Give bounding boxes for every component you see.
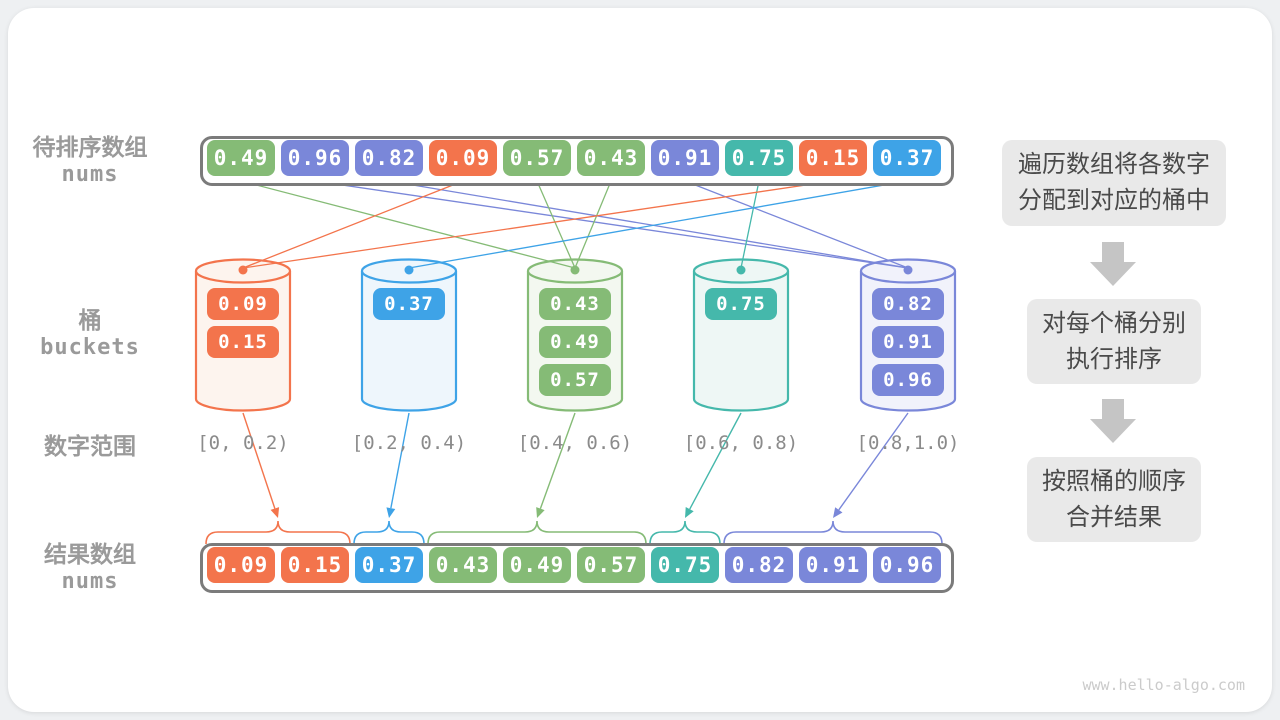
flow-step-1-line-1: 遍历数组将各数字 bbox=[1018, 151, 1210, 178]
bucket-range-label: [0.4, 0.6) bbox=[517, 432, 633, 454]
result-array-cell: 0.96 bbox=[873, 547, 941, 583]
merge-arrow bbox=[833, 412, 909, 518]
bucket-value-cell: 0.49 bbox=[539, 326, 611, 358]
flow-step-1: 遍历数组将各数字 分配到对应的桶中 bbox=[1002, 140, 1226, 226]
input-array-cell: 0.43 bbox=[577, 140, 645, 176]
bucket-value-cell: 0.82 bbox=[872, 288, 944, 320]
bucket-value-cell: 0.96 bbox=[872, 364, 944, 396]
bucket-anchor-dot bbox=[736, 265, 746, 275]
input-array-cell: 0.82 bbox=[355, 140, 423, 176]
flow-step-2-line-1: 对每个桶分别 bbox=[1042, 309, 1186, 337]
input-array-label-zh: 待排序数组 bbox=[32, 134, 148, 160]
buckets-label-code: buckets bbox=[40, 335, 140, 360]
flow-step-1-line-2: 分配到对应的桶中 bbox=[1018, 187, 1210, 214]
input-array-label-code: nums bbox=[61, 162, 119, 187]
bucket-range-label: [0.2, 0.4) bbox=[351, 432, 467, 454]
result-array-cell: 0.09 bbox=[207, 547, 275, 583]
merge-brace bbox=[205, 520, 351, 545]
result-array-label-code: nums bbox=[61, 569, 119, 594]
result-array-cell: 0.37 bbox=[355, 547, 423, 583]
buckets-label: 桶 buckets bbox=[8, 306, 172, 362]
bucket-anchor-dot bbox=[570, 265, 580, 275]
bucket-anchor-dot bbox=[903, 265, 913, 275]
result-array-cell: 0.75 bbox=[651, 547, 719, 583]
assign-line bbox=[388, 180, 909, 269]
flow-step-3: 按照桶的顺序 合并结果 bbox=[1027, 457, 1201, 542]
assign-line bbox=[242, 180, 834, 269]
assign-line bbox=[242, 180, 464, 269]
bucket-value-cell: 0.09 bbox=[207, 288, 279, 320]
bucket-value-cell: 0.15 bbox=[207, 326, 279, 358]
assign-line bbox=[314, 180, 909, 269]
input-array-cell: 0.96 bbox=[281, 140, 349, 176]
input-array-cell: 0.49 bbox=[207, 140, 275, 176]
flow-step-3-line-2: 合并结果 bbox=[1066, 503, 1162, 531]
bucket-range-label: [0.8,1.0) bbox=[856, 432, 960, 454]
result-array-cell: 0.91 bbox=[799, 547, 867, 583]
input-array-cell: 0.09 bbox=[429, 140, 497, 176]
watermark-text: www.hello-algo.com bbox=[1082, 676, 1245, 694]
bucket-value-cell: 0.75 bbox=[705, 288, 777, 320]
merge-brace bbox=[649, 520, 721, 545]
bucket-value-cell: 0.91 bbox=[872, 326, 944, 358]
flow-arrow-icon bbox=[1090, 242, 1136, 286]
assign-line bbox=[684, 180, 909, 269]
result-array-cell: 0.49 bbox=[503, 547, 571, 583]
result-array-label-zh: 结果数组 bbox=[44, 541, 136, 567]
result-array-cell: 0.15 bbox=[281, 547, 349, 583]
merge-arrow bbox=[242, 412, 280, 518]
flow-step-2-line-2: 执行排序 bbox=[1066, 345, 1162, 373]
flow-arrow-icon bbox=[1090, 399, 1136, 443]
merge-brace bbox=[723, 520, 943, 545]
assign-line bbox=[574, 180, 612, 269]
result-array-cell: 0.82 bbox=[725, 547, 793, 583]
bucket-range-label: [0.6, 0.8) bbox=[683, 432, 799, 454]
merge-brace bbox=[353, 520, 425, 545]
assign-line bbox=[240, 180, 576, 269]
input-array-cell: 0.75 bbox=[725, 140, 793, 176]
bucket-cylinder bbox=[692, 258, 790, 412]
bucket-value-cell: 0.57 bbox=[539, 364, 611, 396]
bucket-anchor-dot bbox=[404, 265, 414, 275]
bucket-range-label: [0, 0.2) bbox=[197, 432, 289, 454]
merge-brace bbox=[427, 520, 647, 545]
bucket-value-cell: 0.37 bbox=[373, 288, 445, 320]
buckets-label-zh: 桶 bbox=[78, 307, 102, 333]
result-array-label: 结果数组 nums bbox=[8, 540, 172, 596]
assign-line bbox=[408, 180, 908, 269]
result-array-cell: 0.57 bbox=[577, 547, 645, 583]
merge-arrow bbox=[685, 412, 742, 518]
input-array-cell: 0.37 bbox=[873, 140, 941, 176]
bucket-cylinder bbox=[360, 258, 458, 412]
flow-step-3-line-1: 按照桶的顺序 bbox=[1042, 467, 1186, 495]
flow-step-2: 对每个桶分别 执行排序 bbox=[1027, 299, 1201, 384]
input-array-cell: 0.91 bbox=[651, 140, 719, 176]
range-row-label: 数字范围 bbox=[44, 433, 136, 459]
merge-arrow bbox=[386, 412, 410, 518]
result-array-cell: 0.43 bbox=[429, 547, 497, 583]
assign-line bbox=[536, 180, 576, 269]
input-array-cell: 0.15 bbox=[799, 140, 867, 176]
merge-arrow bbox=[536, 412, 576, 518]
assign-line bbox=[740, 180, 760, 269]
input-array-cell: 0.57 bbox=[503, 140, 571, 176]
bucket-value-cell: 0.43 bbox=[539, 288, 611, 320]
input-array-label: 待排序数组 nums bbox=[8, 133, 172, 189]
bucket-anchor-dot bbox=[238, 265, 248, 275]
